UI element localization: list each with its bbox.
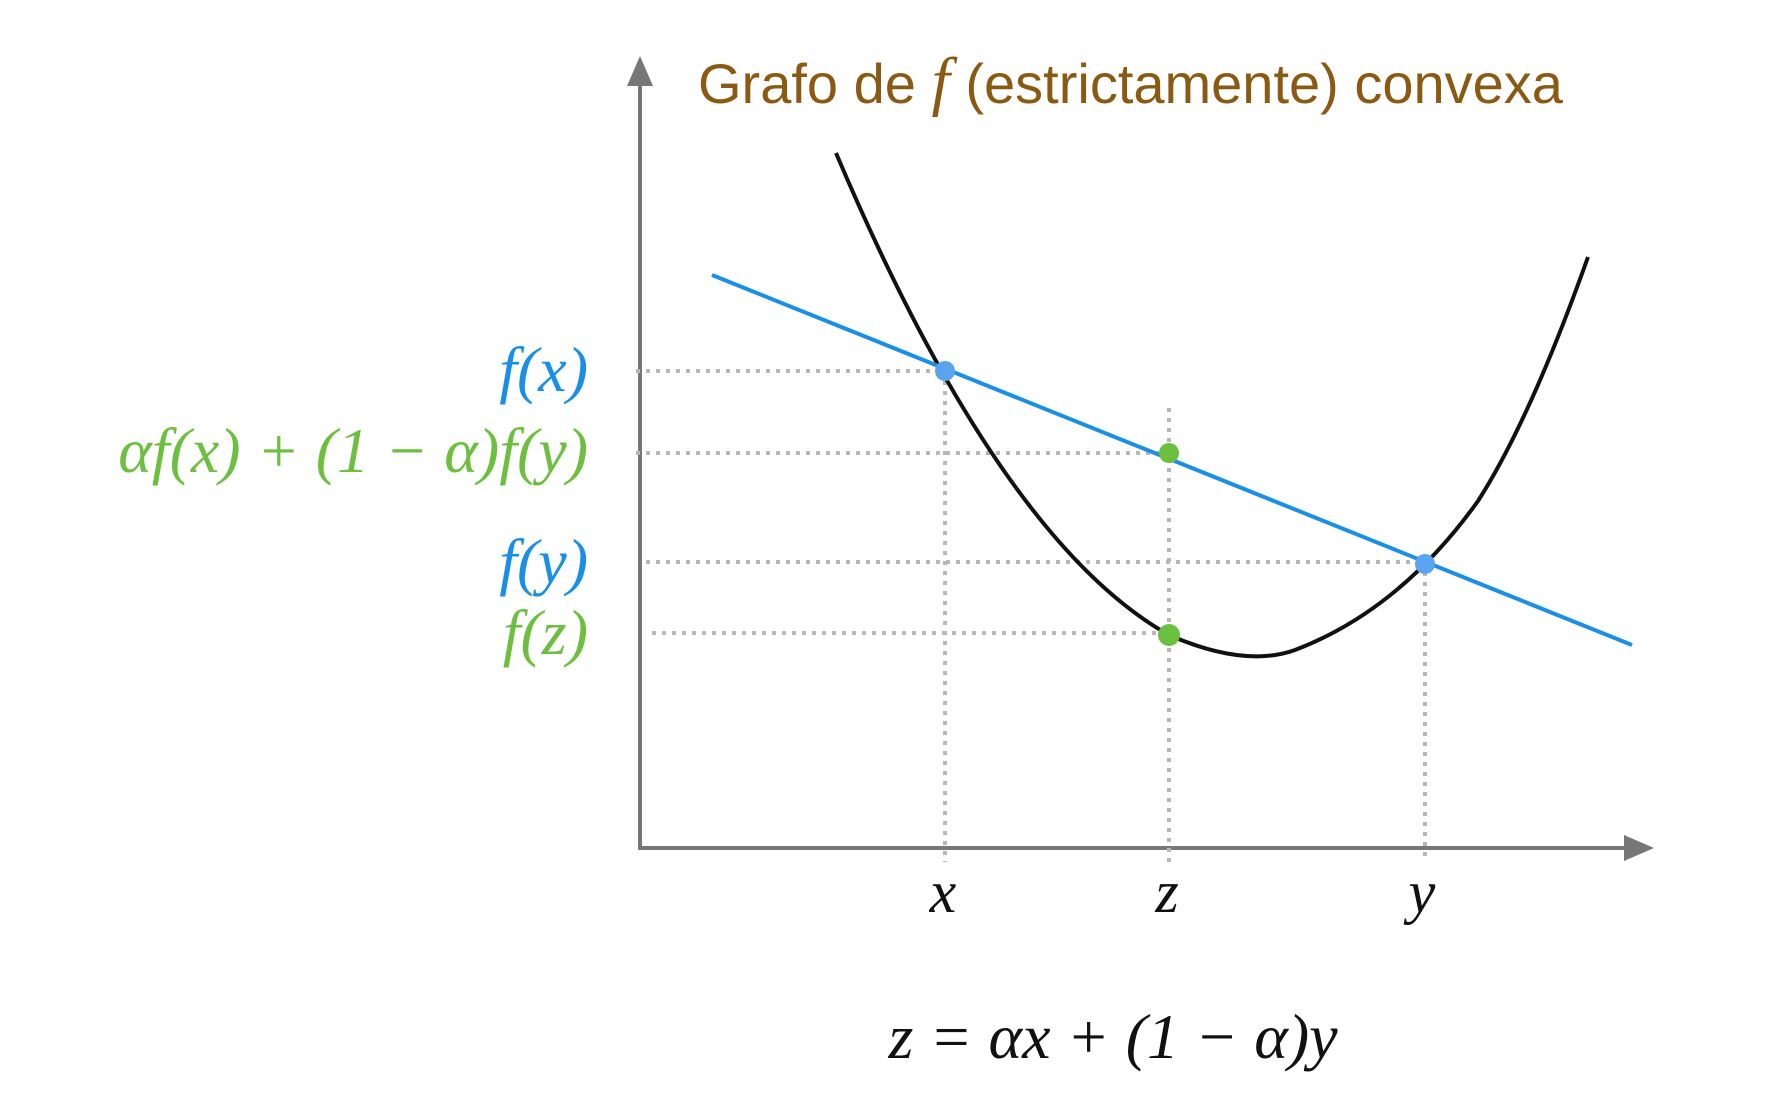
convex-curve	[834, 152, 1590, 659]
label-fy: f(y)	[499, 526, 588, 597]
point-fy	[1415, 554, 1435, 574]
point-fz	[1158, 624, 1180, 646]
x-axis-arrowhead	[1624, 835, 1654, 861]
chart-title: Grafo de f (estrictamente) convexa	[698, 45, 1564, 118]
label-z: z	[1154, 859, 1178, 925]
point-combo	[1159, 443, 1179, 463]
formula: z = αx + (1 − α)y	[887, 1001, 1338, 1072]
y-axis-arrowhead	[627, 56, 653, 86]
label-x: x	[929, 859, 957, 925]
label-y: y	[1403, 859, 1436, 925]
label-fx: f(x)	[499, 334, 588, 405]
label-combo: αf(x) + (1 − α)f(y)	[118, 415, 588, 486]
point-fx	[935, 361, 955, 381]
guide-lines	[636, 369, 1427, 862]
title-suffix: (estrictamente) convexa	[950, 52, 1564, 115]
label-fz: f(z)	[503, 597, 588, 668]
title-prefix: Grafo de	[698, 52, 931, 115]
